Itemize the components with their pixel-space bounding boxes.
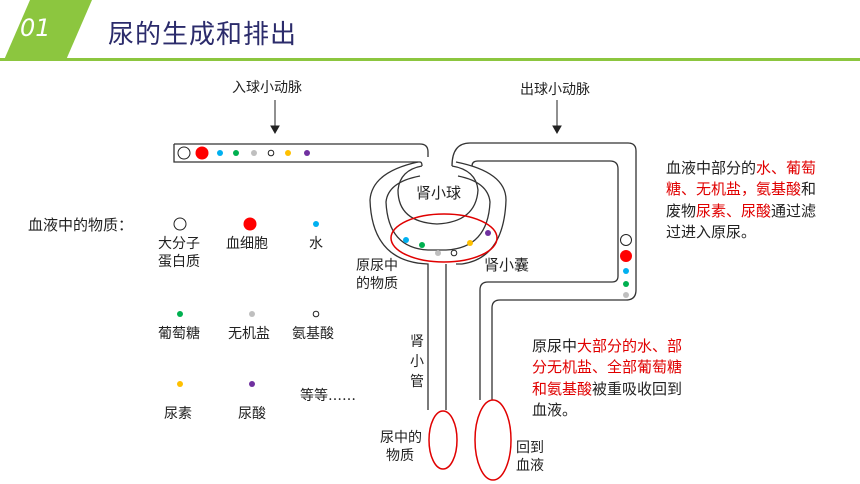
return-label-line1: 回到 [516, 440, 544, 456]
legend-item-protein-line2: 蛋白质 [158, 254, 200, 270]
reabsorption-note-text-1: 原尿中 [532, 337, 578, 355]
tubule-label-3: 管 [410, 374, 424, 390]
filtrate-label-line2: 的物质 [356, 276, 398, 292]
filtration-highlight [390, 213, 498, 263]
urine-label-line2: 物质 [386, 448, 414, 464]
page-title: 尿的生成和排出 [108, 20, 298, 50]
glomerulus-outline [397, 165, 479, 225]
filtration-note-highlight-1: 水、葡萄糖、无机盐，氨基酸 [666, 159, 817, 199]
filtrate-label-line1: 原尿中 [356, 258, 398, 274]
efferent-arrow [552, 100, 562, 135]
glomerulus-label: 肾小球 [416, 184, 462, 202]
urine-label-line1: 尿中的 [380, 430, 422, 446]
reabsorption-highlight [474, 399, 512, 481]
legend-item-water: 水 [309, 236, 323, 252]
filtrate-substances [403, 230, 491, 257]
legend-item-salt: 无机盐 [228, 326, 270, 342]
capsule-outer-wall [369, 161, 429, 410]
efferent-substances [620, 234, 632, 298]
reabsorption-note: 原尿中大部分的水、部分无机盐、全部葡萄糖和氨基酸被重吸收回到血液。 [532, 336, 690, 421]
filtration-note-text-3: 通过滤过进入原尿。 [666, 201, 817, 241]
efferent-label: 出球小动脉 [520, 82, 590, 98]
urine-highlight [428, 410, 458, 470]
filtration-note: 血液中部分的水、葡萄糖、无机盐，氨基酸和废物尿素、尿酸通过滤过进入原尿。 [666, 158, 822, 243]
filtration-note-highlight-2: 尿素、尿酸 [696, 201, 772, 220]
return-label-line2: 血液 [516, 458, 544, 474]
capsule-inner-wall [385, 175, 491, 251]
section-number: 01 [20, 14, 51, 42]
legend-item-amino-acid: 氨基酸 [292, 326, 334, 342]
afferent-arteriole [173, 143, 429, 167]
afferent-arrow [270, 100, 280, 135]
tubule-label-1: 肾 [410, 334, 424, 350]
header-divider [0, 58, 860, 61]
afferent-substances [177, 146, 310, 160]
tubule-label-2: 小 [410, 354, 424, 370]
legend-title: 血液中的物质： [28, 216, 134, 234]
reabsorption-note-text-2: 被重吸收回到血液。 [532, 379, 683, 419]
afferent-label: 入球小动脉 [232, 80, 302, 96]
filtration-note-text-2: 和废物 [666, 180, 817, 220]
legend-item-urea: 尿素 [164, 406, 192, 422]
filtration-note-text-1: 血液中部分的 [666, 159, 757, 177]
legend-etc: 等等…… [300, 388, 356, 404]
section-number-badge [4, 0, 92, 60]
capsule-outer-wall-right [455, 161, 507, 265]
legend-item-protein-line1: 大分子 [158, 236, 200, 252]
legend-markers [173, 217, 320, 387]
legend-item-glucose: 葡萄糖 [158, 326, 200, 342]
legend-item-uric-acid: 尿酸 [238, 406, 266, 422]
reabsorption-note-highlight: 大部分的水、部分无机盐、全部葡萄糖和氨基酸 [532, 337, 683, 398]
legend-item-blood-cell: 血细胞 [226, 236, 268, 252]
capsule-label: 肾小囊 [484, 256, 530, 274]
efferent-arteriole [451, 142, 637, 400]
